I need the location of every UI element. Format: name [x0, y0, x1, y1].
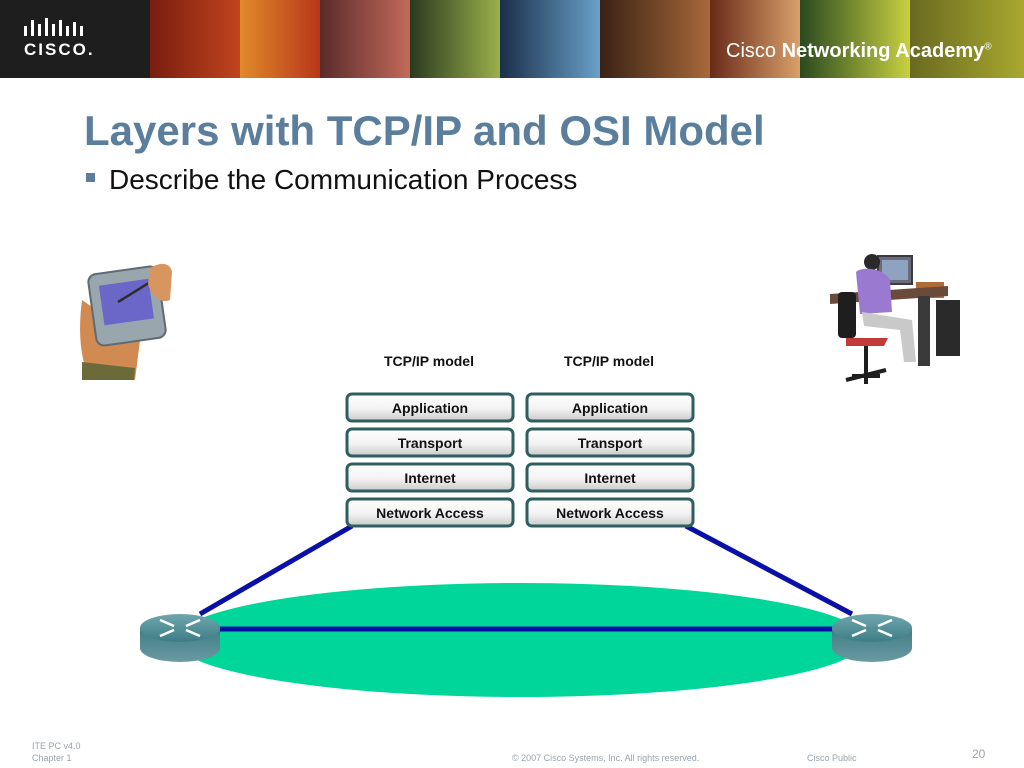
- page-number: 20: [972, 747, 986, 761]
- desktop-user-icon: [830, 254, 960, 384]
- left-layer-network-access: Network Access: [345, 497, 515, 528]
- layer-label: Application: [572, 400, 648, 416]
- footer-classification: Cisco Public: [807, 753, 857, 763]
- bullet-square-icon: [86, 173, 95, 183]
- banner-photo-strip: [600, 0, 710, 78]
- router-right-icon: [832, 614, 912, 662]
- banner-photo-strip: [320, 0, 410, 78]
- left-layer-internet: Internet: [345, 462, 515, 493]
- layer-label: Internet: [584, 470, 636, 486]
- footer-course: ITE PC v4.0: [32, 741, 81, 751]
- right-stack-heading: TCP/IP model: [564, 353, 654, 369]
- academy-brand-name: Networking Academy: [781, 40, 985, 62]
- banner-photo-strip: [150, 0, 240, 78]
- right-link: [684, 523, 854, 617]
- layer-label: Application: [392, 400, 468, 416]
- cisco-bridge-icon: [24, 18, 83, 36]
- banner-photo-strip: [240, 0, 320, 78]
- footer-copyright: © 2007 Cisco Systems, Inc. All rights re…: [512, 753, 700, 763]
- registered-mark: ®: [984, 41, 992, 53]
- left-layer-transport: Transport: [345, 427, 515, 458]
- layer-label: Transport: [398, 435, 463, 451]
- layer-label: Internet: [404, 470, 456, 486]
- bullet-text: Describe the Communication Process: [109, 164, 578, 195]
- bullet-item: Describe the Communication Process: [86, 164, 577, 196]
- footer-chapter: Chapter 1: [32, 753, 72, 763]
- banner-photo-strip: [500, 0, 600, 78]
- header-banner: CISCO. Cisco Networking Academy®: [0, 0, 1024, 78]
- slide-title: Layers with TCP/IP and OSI Model: [84, 107, 765, 154]
- cisco-logo-text: CISCO.: [24, 40, 95, 59]
- right-layer-internet: Internet: [525, 462, 695, 493]
- layer-label: Network Access: [556, 505, 664, 521]
- academy-brand-cisco: Cisco: [726, 40, 777, 62]
- banner-photo-strip: [710, 0, 800, 78]
- router-left-icon: [140, 614, 220, 662]
- banner-photo-strip: [800, 0, 910, 78]
- left-layer-application: Application: [345, 392, 515, 423]
- banner-photo-strip: [910, 0, 1024, 78]
- pda-device-icon: [80, 263, 172, 380]
- right-layer-network-access: Network Access: [525, 497, 695, 528]
- left-link: [198, 523, 354, 617]
- layer-label: Transport: [578, 435, 643, 451]
- right-layer-transport: Transport: [525, 427, 695, 458]
- network-cloud: [175, 583, 865, 697]
- left-stack-heading: TCP/IP model: [384, 353, 474, 369]
- right-layer-application: Application: [525, 392, 695, 423]
- banner-photo-strip: [410, 0, 500, 78]
- academy-brand: Cisco Networking Academy®: [726, 40, 992, 63]
- layer-label: Network Access: [376, 505, 484, 521]
